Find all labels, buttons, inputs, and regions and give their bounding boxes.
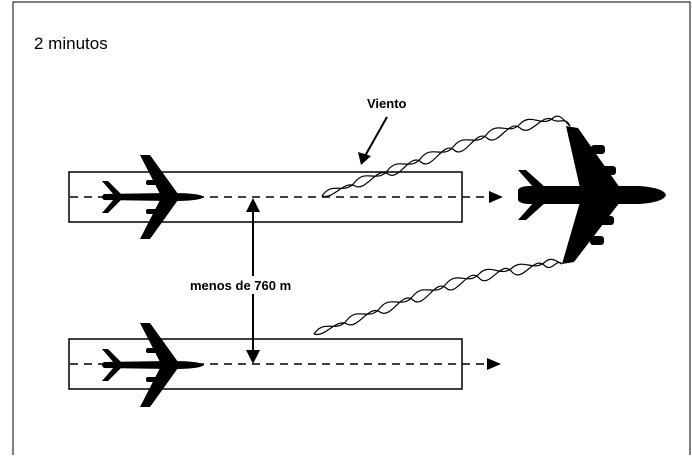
arrowhead-icon (489, 191, 503, 203)
airplane-icon (102, 323, 204, 407)
wake-turbulence-icon (321, 115, 571, 198)
arrowhead-icon (487, 358, 501, 370)
airplane-icon (102, 155, 204, 239)
wind-arrow (358, 116, 388, 165)
figure-title: 2 minutos (34, 34, 108, 53)
frame-border (12, 1, 691, 455)
separation-label: menos de 760 m (190, 278, 291, 293)
heavy-airplane-icon (518, 126, 666, 264)
wake-turbulence-icon (313, 258, 563, 336)
separation-label-bg (186, 276, 320, 294)
wind-label: Viento (367, 96, 407, 111)
